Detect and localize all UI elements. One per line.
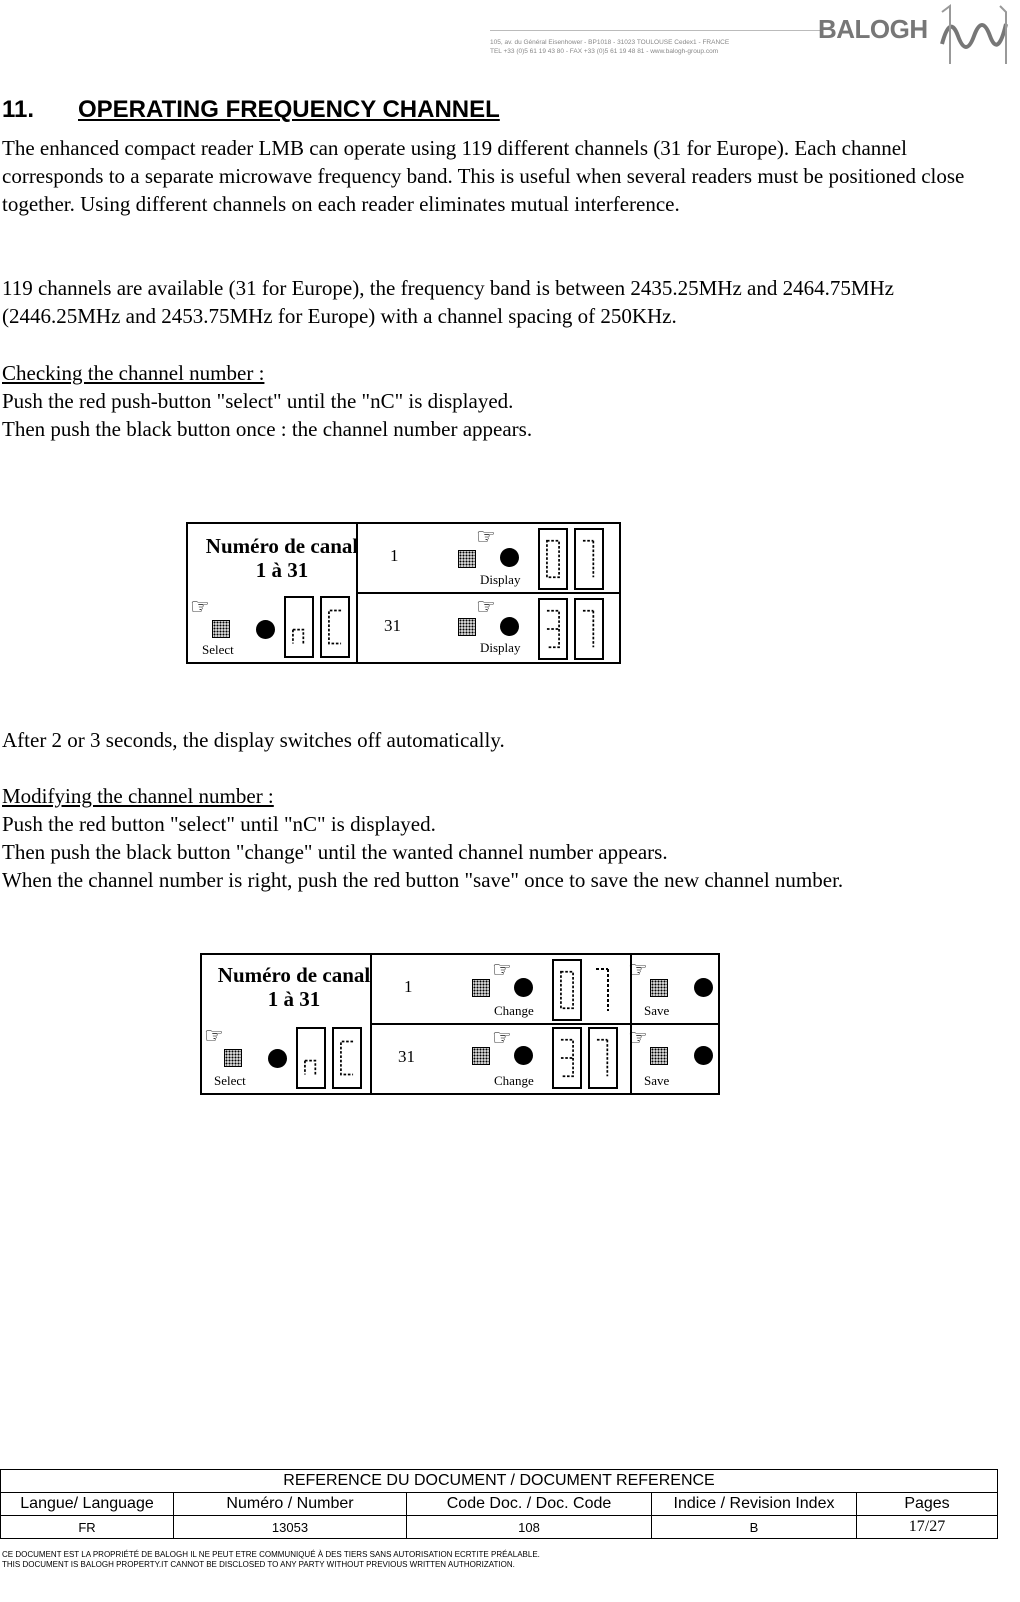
segment-display-c-icon (320, 596, 350, 658)
pointing-hand-icon: ☞ (190, 594, 210, 619)
diagram-title: Numéro de canal 1 à 31 (204, 963, 384, 1011)
check-step-2: Then push the black button once : the ch… (2, 417, 533, 441)
diagram-row-divider (358, 592, 619, 594)
row-2-channel-number: 31 (398, 1047, 415, 1066)
pointing-hand-icon: ☞ (492, 1025, 512, 1050)
table-row: Langue/ Language Numéro / Number Code Do… (0, 1492, 998, 1516)
section-number: 11. (2, 96, 35, 123)
segment-display-0-icon (552, 959, 582, 1021)
column-revision: Indice / Revision Index (651, 1492, 857, 1516)
modify-step-2: Then push the black button "change" unti… (2, 840, 668, 864)
company-logo-text: BALOGH (818, 14, 928, 44)
company-address: 105, av. du Général Eisenhower - BP1018 … (490, 38, 800, 56)
select-button-icon (472, 1047, 490, 1065)
column-pages: Pages (856, 1492, 998, 1516)
select-button-icon (212, 620, 230, 638)
select-button-icon (458, 618, 476, 636)
change-label: Change (494, 1073, 534, 1088)
address-line-1: 105, av. du Général Eisenhower - BP1018 … (490, 39, 730, 46)
save-label: Save (644, 1073, 670, 1088)
select-button-icon (472, 979, 490, 997)
value-revision: B (651, 1515, 857, 1539)
black-button-icon (694, 978, 713, 997)
pointing-hand-icon: ☞ (204, 1023, 224, 1048)
document-reference-table: REFERENCE DU DOCUMENT / DOCUMENT REFEREN… (0, 1469, 998, 1539)
select-label: Select (214, 1073, 246, 1088)
segment-display-3-icon (538, 598, 568, 660)
display-label: Display (480, 640, 521, 655)
diagram-divider (356, 524, 358, 662)
value-pages: 17/27 (856, 1515, 998, 1539)
save-button-icon (650, 979, 668, 997)
modify-step-1: Push the red button "select" until "nC" … (2, 812, 436, 836)
pointing-hand-icon: ☞ (476, 594, 496, 619)
select-label: Select (202, 642, 234, 657)
diagram-check-channel: Numéro de canal 1 à 31 ☞ Select 1 ☞ Disp… (186, 522, 621, 664)
black-button-icon (256, 620, 275, 639)
after-paragraph: After 2 or 3 seconds, the display switch… (2, 728, 505, 752)
diagram-divider (370, 955, 372, 1093)
row-2-channel-number: 31 (384, 616, 401, 635)
diagram-title: Numéro de canal 1 à 31 (192, 534, 372, 582)
pointing-hand-icon: ☞ (492, 957, 512, 982)
diagram-title-line-1: Numéro de canal (205, 534, 359, 558)
diagram-row-divider (372, 1023, 718, 1025)
black-button-icon (694, 1046, 713, 1065)
value-language: FR (0, 1515, 174, 1539)
segment-display-1-icon (574, 528, 604, 590)
column-doc-code: Code Doc. / Doc. Code (406, 1492, 652, 1516)
select-button-icon (224, 1049, 242, 1067)
row-1-channel-number: 1 (404, 977, 413, 996)
black-button-icon (268, 1049, 287, 1068)
legal-notice-fr: CE DOCUMENT EST LA PROPRIÉTÉ DE BALOGH I… (2, 1550, 540, 1559)
segment-display-3-icon (552, 1027, 582, 1089)
diagram-title-line-2: 1 à 31 (255, 558, 309, 582)
pointing-hand-icon: ☞ (628, 957, 648, 982)
table-row: FR 13053 108 B 17/27 (0, 1515, 998, 1539)
diagram-title-line-1: Numéro de canal (217, 963, 371, 987)
column-number: Numéro / Number (173, 1492, 407, 1516)
pointing-hand-icon: ☞ (628, 1025, 648, 1050)
segment-display-1-icon (588, 959, 618, 1021)
legal-notice-en: THIS DOCUMENT IS BALOGH PROPERTY.IT CANN… (2, 1560, 515, 1569)
address-line-2: TEL +33 (0)5 61 19 43 80 - FAX +33 (0)5 … (490, 48, 719, 55)
value-doc-code: 108 (406, 1515, 652, 1539)
segment-display-0-icon (538, 528, 568, 590)
black-button-icon (500, 548, 519, 567)
segment-display-1-icon (574, 598, 604, 660)
section-heading: 11. OPERATING FREQUENCY CHANNEL (2, 96, 500, 124)
diagram-modify-channel: Numéro de canal 1 à 31 ☞ Select 1 ☞ Chan… (200, 953, 720, 1095)
reference-title: REFERENCE DU DOCUMENT / DOCUMENT REFEREN… (0, 1469, 998, 1493)
save-label: Save (644, 1003, 670, 1018)
intro-paragraph: The enhanced compact reader LMB can oper… (2, 136, 965, 216)
black-button-icon (500, 617, 519, 636)
segment-display-c-icon (332, 1027, 362, 1089)
logo-wave-icon (940, 4, 1008, 64)
segment-display-1-icon (588, 1027, 618, 1089)
segment-display-n-icon (284, 596, 314, 658)
display-label: Display (480, 572, 521, 587)
segment-display-n-icon (296, 1027, 326, 1089)
diagram-title-line-2: 1 à 31 (267, 987, 321, 1011)
change-label: Change (494, 1003, 534, 1018)
header-rule (490, 30, 820, 31)
pointing-hand-icon: ☞ (476, 524, 496, 549)
check-heading: Checking the channel number : (2, 361, 265, 385)
modify-heading: Modifying the channel number : (2, 784, 274, 808)
select-button-icon (458, 550, 476, 568)
value-number: 13053 (173, 1515, 407, 1539)
section-title: OPERATING FREQUENCY CHANNEL (78, 96, 500, 123)
check-step-1: Push the red push-button "select" until … (2, 389, 514, 413)
change-button-icon (514, 1046, 533, 1065)
row-1-channel-number: 1 (390, 546, 399, 565)
modify-step-3: When the channel number is right, push t… (2, 868, 844, 892)
save-button-icon (650, 1047, 668, 1065)
column-language: Langue/ Language (0, 1492, 174, 1516)
change-button-icon (514, 978, 533, 997)
channels-paragraph: 119 channels are available (31 for Europ… (2, 276, 895, 328)
